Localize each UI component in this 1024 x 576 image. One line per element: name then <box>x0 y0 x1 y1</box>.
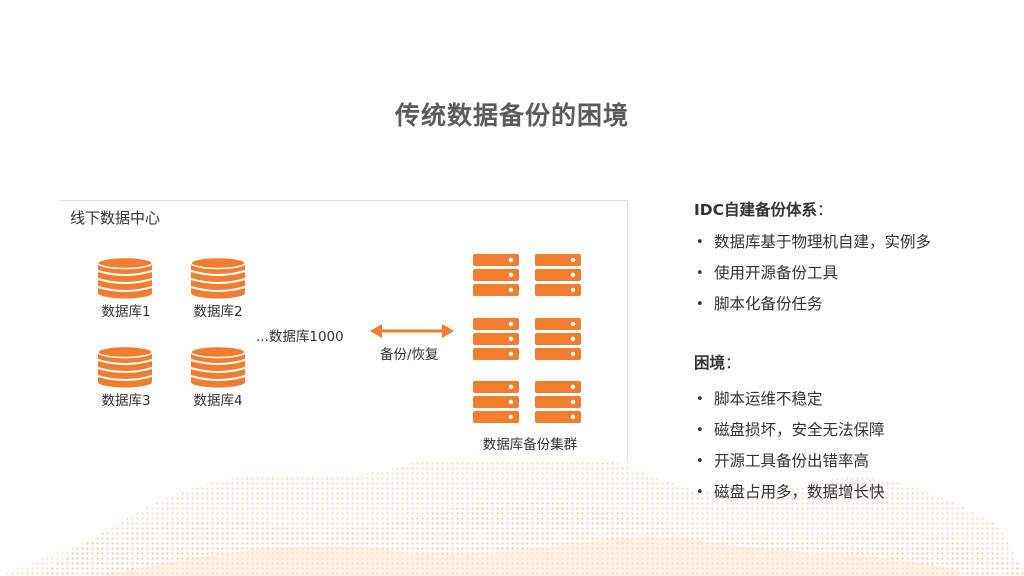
database-icon <box>97 257 153 299</box>
backup-cluster-label: 数据库备份集群 <box>482 437 578 453</box>
bullet-icon: • <box>696 235 704 250</box>
server-icon <box>473 318 519 360</box>
list-item: •数据库基于物理机自建，实例多 <box>694 227 1014 258</box>
list-item: •开源工具备份出错率高 <box>694 446 1014 477</box>
database-2-label: 数据库2 <box>193 304 243 320</box>
bullet-icon: • <box>696 485 704 500</box>
datacenter-title: 线下数据中心 <box>70 209 161 227</box>
list-item: •磁盘占用多，数据增长快 <box>694 477 1014 508</box>
bullet-icon: • <box>696 454 704 469</box>
idc-heading: IDC自建备份体系： <box>694 201 833 219</box>
database-icon <box>97 346 153 388</box>
list-item: •磁盘损坏，安全无法保障 <box>694 415 1014 446</box>
server-icon <box>535 381 581 423</box>
datacenter-frame <box>60 200 628 461</box>
server-icon <box>473 381 519 423</box>
database-4-label: 数据库4 <box>193 393 243 409</box>
backup-restore-label: 备份/恢复 <box>380 347 439 363</box>
server-icon <box>473 254 519 296</box>
bullet-icon: • <box>696 423 704 438</box>
page-title: 传统数据备份的困境 <box>394 101 629 130</box>
server-icon <box>535 318 581 360</box>
particle-wave-background <box>0 441 1024 576</box>
bullet-icon: • <box>696 392 704 407</box>
database-icon <box>190 346 246 388</box>
problems-section: 困境： •脚本运维不稳定 •磁盘损坏，安全无法保障 •开源工具备份出错率高 •磁… <box>694 351 1014 508</box>
server-icon <box>535 254 581 296</box>
database-1-label: 数据库1 <box>101 304 151 320</box>
double-arrow-icon <box>370 324 454 338</box>
list-item: •使用开源备份工具 <box>694 258 1014 289</box>
list-item: •脚本化备份任务 <box>694 289 1014 320</box>
more-databases-label: ...数据库1000 <box>256 329 344 345</box>
list-item: •脚本运维不稳定 <box>694 384 1014 415</box>
bullet-icon: • <box>696 266 704 281</box>
problems-heading: 困境： <box>694 354 741 372</box>
idc-section: IDC自建备份体系： •数据库基于物理机自建，实例多 •使用开源备份工具 •脚本… <box>694 198 1014 320</box>
bullet-icon: • <box>696 297 704 312</box>
database-3-label: 数据库3 <box>101 393 151 409</box>
database-icon <box>190 257 246 299</box>
